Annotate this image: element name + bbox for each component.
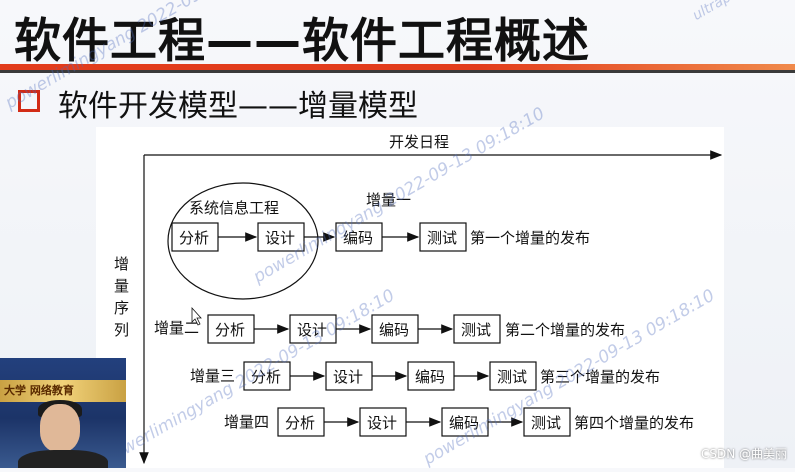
release-label: 第三个增量的发布 <box>540 368 660 386</box>
svg-text:分析: 分析 <box>251 368 281 386</box>
increment-row-4: 增量四 分析 设计 编码 测试 第四个增量的发布 <box>224 407 694 437</box>
webcam-banner: 大学 网络教育 <box>0 380 126 402</box>
presenter-body <box>18 450 108 468</box>
presenter-face <box>40 404 80 452</box>
release-label: 第一个增量的发布 <box>470 229 590 247</box>
diagram-canvas: 开发日程 增 量 序 列 系统信息工程 增量一 分析 设计 编码 测试 第一个增… <box>114 133 723 465</box>
increment1-label: 增量一 <box>366 191 411 209</box>
row-label: 增量三 <box>190 367 235 385</box>
svg-text:分析: 分析 <box>215 321 245 339</box>
row-label: 增量四 <box>224 413 269 431</box>
system-engineering-ellipse <box>167 182 319 300</box>
slide-title: 软件工程——软件工程概述 <box>14 14 590 69</box>
mouse-cursor-icon <box>191 306 202 326</box>
testing-box <box>419 222 467 252</box>
release-label: 第二个增量的发布 <box>505 321 625 339</box>
svg-text:增: 增 <box>114 255 129 273</box>
title-underline <box>0 64 795 70</box>
row-label: 增量二 <box>154 319 199 337</box>
system-engineering-label: 系统信息工程 <box>189 199 279 217</box>
increment-row-1: 分析 设计 编码 测试 第一个增量的发布 <box>171 222 590 252</box>
incremental-model-diagram: 开发日程 增 量 序 列 系统信息工程 增量一 分析 设计 编码 测试 第一个增… <box>96 127 724 468</box>
analysis-box <box>171 222 219 252</box>
increment-row-3: 增量三 分析 设计 编码 测试 第三个增量的发布 <box>190 361 660 391</box>
svg-text:设计: 设计 <box>333 368 363 386</box>
presenter-webcam: 大学 网络教育 <box>0 358 126 468</box>
title-underline-dark <box>0 70 795 73</box>
bullet-square-icon <box>18 90 40 112</box>
svg-text:编码: 编码 <box>379 321 409 339</box>
svg-text:设计: 设计 <box>297 321 327 339</box>
slide-subtitle: 软件开发模型——增量模型 <box>58 89 418 124</box>
svg-text:分析: 分析 <box>179 229 209 247</box>
watermark: ultrap <box>690 0 734 24</box>
svg-text:测试: 测试 <box>531 414 561 432</box>
coding-box <box>335 222 383 252</box>
svg-text:测试: 测试 <box>427 229 457 247</box>
svg-text:编码: 编码 <box>415 368 445 386</box>
increment-row-2: 增量二 分析 设计 编码 测试 第二个增量的发布 <box>154 314 625 344</box>
svg-text:序: 序 <box>114 299 129 317</box>
svg-text:设计: 设计 <box>265 229 295 247</box>
svg-text:测试: 测试 <box>497 368 527 386</box>
csdn-credit: CSDN @曲美丽 <box>700 447 787 461</box>
svg-text:编码: 编码 <box>449 414 479 432</box>
svg-text:测试: 测试 <box>461 321 491 339</box>
svg-text:量: 量 <box>114 277 129 295</box>
time-axis-label: 开发日程 <box>389 133 449 151</box>
release-label: 第四个增量的发布 <box>574 414 694 432</box>
svg-text:列: 列 <box>114 321 129 339</box>
increment-axis-label: 增 量 序 列 <box>114 255 129 339</box>
svg-text:设计: 设计 <box>367 414 397 432</box>
svg-text:编码: 编码 <box>343 229 373 247</box>
svg-text:分析: 分析 <box>285 414 315 432</box>
